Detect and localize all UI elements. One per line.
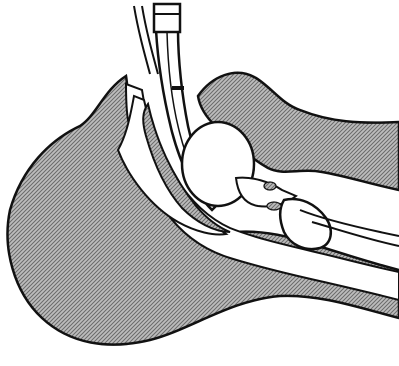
tube-connector: [154, 4, 180, 32]
tip-marking-2: [267, 202, 281, 210]
tip-marking-1: [264, 182, 276, 190]
pilot-line-outer: [134, 6, 150, 74]
tube-depth-mark: [172, 86, 184, 90]
